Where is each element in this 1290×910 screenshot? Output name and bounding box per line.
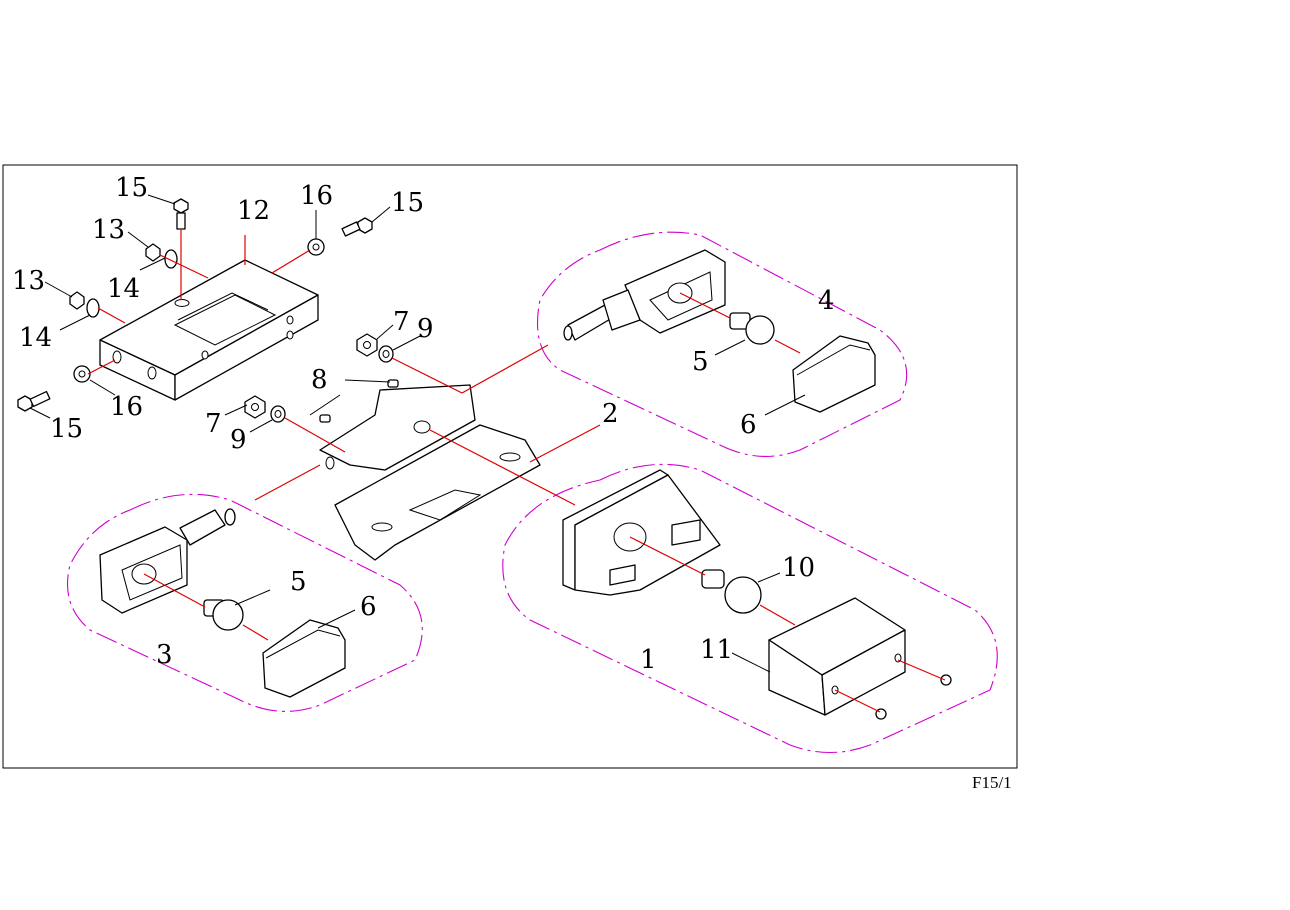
bulb-5-right [729, 312, 775, 345]
label-7-upper: 7 [393, 307, 410, 337]
label-15-left: 15 [50, 414, 83, 444]
label-9-upper: 9 [417, 314, 434, 344]
part-numbers: 1 2 3 4 5 5 6 6 7 7 8 9 9 10 11 12 13 13… [12, 173, 835, 675]
bolt-15-right [341, 217, 373, 237]
label-5-left: 5 [290, 567, 307, 597]
label-12: 12 [237, 196, 270, 226]
turn-signal-left-3 [99, 508, 346, 698]
label-15-top: 15 [115, 173, 148, 203]
screw-8 [319, 379, 399, 423]
group-outline-1 [502, 463, 998, 754]
label-5-right: 5 [692, 347, 709, 377]
lens-6-left [262, 619, 346, 698]
plate-holder-12 [99, 259, 319, 401]
label-11: 11 [700, 635, 733, 665]
washer-14-upper [164, 249, 178, 269]
label-15-right: 15 [391, 188, 424, 218]
label-14-lower: 14 [19, 323, 52, 353]
label-4: 4 [818, 286, 835, 316]
bulb-5-left [203, 599, 244, 631]
group-outline-4 [537, 231, 908, 457]
label-13-upper: 13 [92, 215, 125, 245]
group-outline-3 [66, 493, 423, 712]
label-1: 1 [640, 645, 657, 675]
label-13-lower: 13 [12, 266, 45, 296]
figure-code: F15/1 [972, 773, 1012, 792]
turn-signal-right-4 [563, 249, 876, 413]
label-leaders [29, 194, 806, 673]
assembly-leaders [87, 230, 946, 713]
label-6-left: 6 [360, 592, 377, 622]
bulb-10 [701, 569, 762, 614]
hardware [17, 198, 952, 720]
lens-11 [768, 597, 906, 716]
label-7-lower: 7 [205, 409, 222, 439]
plate-light-1 [562, 469, 906, 716]
nut-13-lower [69, 291, 85, 310]
label-6-right: 6 [740, 410, 757, 440]
label-16-upper: 16 [300, 181, 333, 211]
bolt-15-left [17, 390, 51, 412]
label-10: 10 [782, 553, 815, 583]
bolt-15-top [173, 198, 189, 230]
mounting-bracket-2 [319, 384, 541, 561]
lens-6-right [792, 335, 876, 413]
nut-13-upper [145, 243, 161, 262]
label-14-upper: 14 [107, 274, 140, 304]
label-2: 2 [602, 399, 619, 429]
label-8: 8 [311, 365, 328, 395]
washer-14-lower [86, 298, 100, 318]
label-9-lower: 9 [230, 425, 247, 455]
label-3: 3 [156, 640, 173, 670]
label-16-lower: 16 [110, 392, 143, 422]
diagram-frame [2, 164, 1018, 769]
